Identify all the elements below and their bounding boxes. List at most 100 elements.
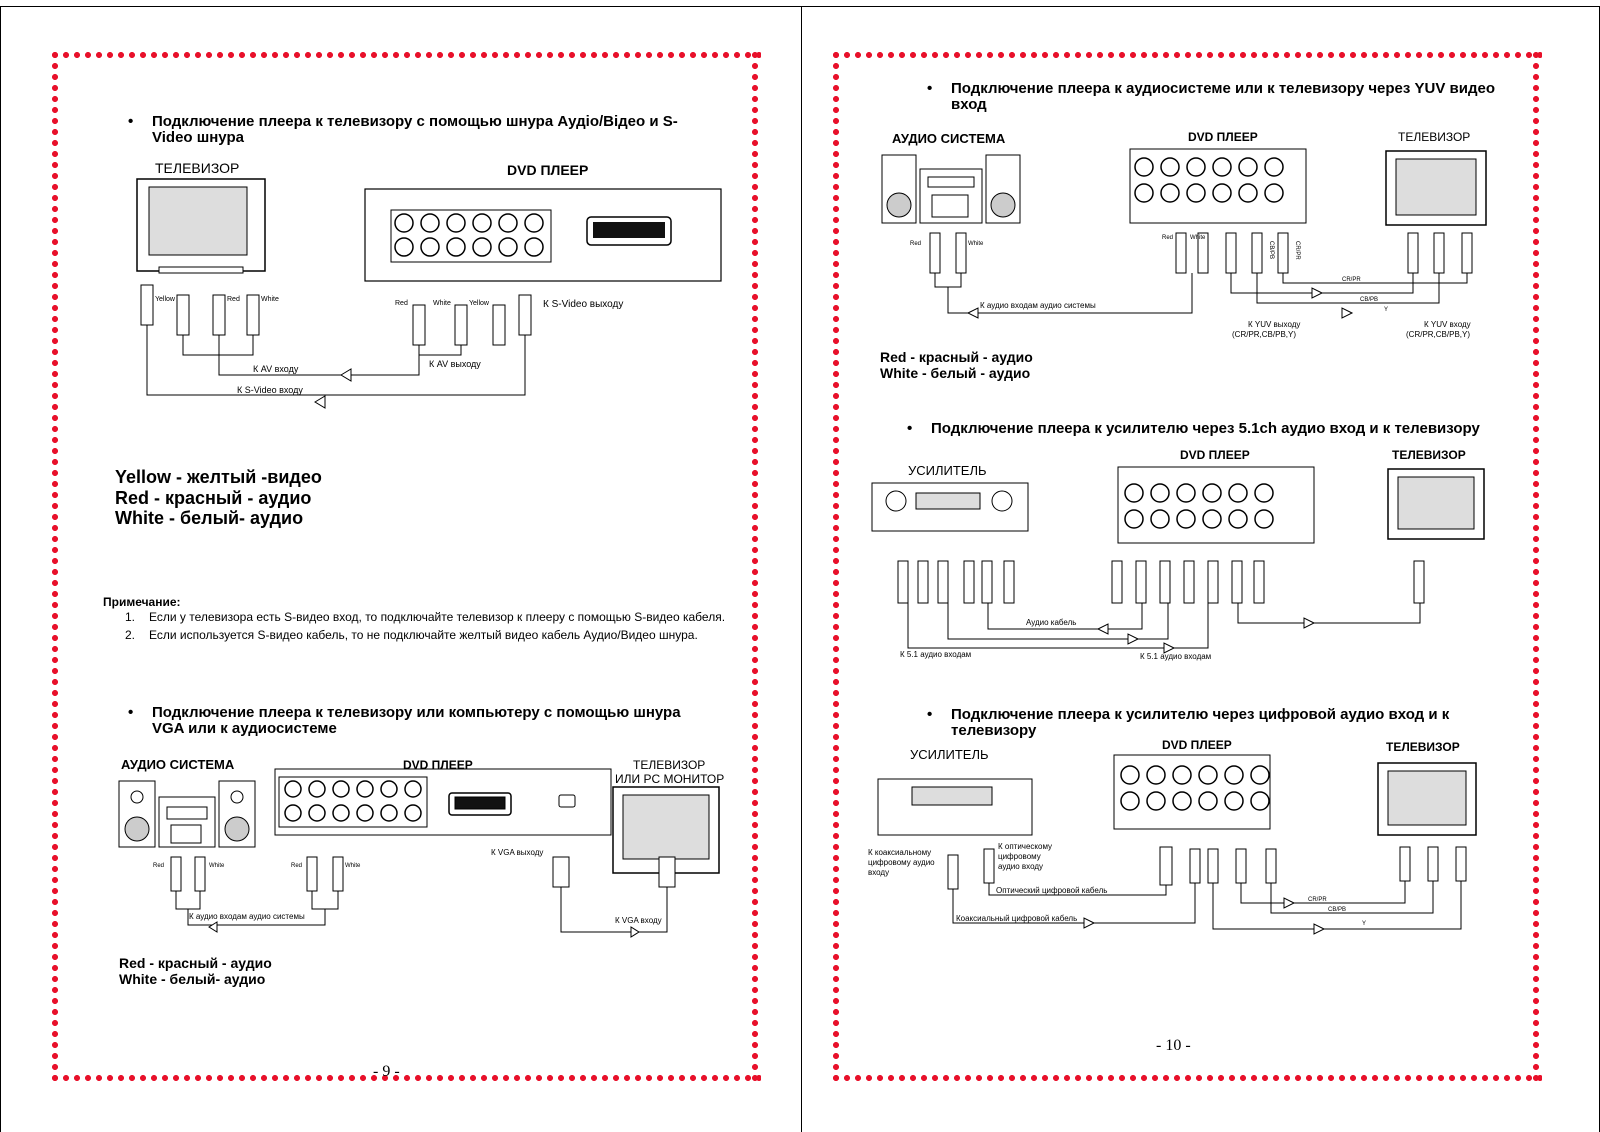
color-legend: Yellow - желтый -видео Red - красный - а…: [115, 467, 322, 529]
rca-jack: [1224, 791, 1244, 811]
rca-plug: [1183, 560, 1195, 604]
svg-text:Оптический цифровой кабель: Оптический цифровой кабель: [996, 886, 1107, 895]
section-heading: •Подключение плеера к усилителю через ци…: [927, 706, 1450, 739]
vga-diagram: АУДИО СИСТЕМА DVD ПЛЕЕР ТЕЛЕВИЗОР ИЛИ PC…: [113, 757, 743, 957]
svg-text:К VGA входу: К VGA входу: [615, 916, 662, 925]
svg-text:Коаксиальный цифровой кабель: Коаксиальный цифровой кабель: [956, 914, 1077, 923]
svg-text:CR/PR: CR/PR: [1342, 277, 1361, 283]
tv-label: ТЕЛЕВИЗОР: [155, 160, 239, 176]
rca-jack: [1250, 791, 1270, 811]
rca-jack: [1224, 765, 1244, 785]
svg-text:цифровому аудио: цифровому аудио: [868, 858, 935, 867]
av-svideo-diagram: ТЕЛЕВИЗОР DVD ПЛЕЕР Yellow: [119, 155, 739, 425]
rca-jack: [332, 804, 350, 822]
rca-jack: [1176, 509, 1196, 529]
rca-jack: [1172, 791, 1192, 811]
svg-text:Red: Red: [395, 300, 408, 307]
svg-text:К аудио входам аудио системы: К аудио входам аудио системы: [189, 912, 305, 921]
svg-text:К YUV входу: К YUV входу: [1424, 320, 1471, 329]
amp-51-diagram: УСИЛИТЕЛЬ DVD ПЛЕЕР ТЕЛЕВИЗОР Аудио кабе…: [868, 443, 1522, 673]
rca-jack: [380, 780, 398, 798]
svg-text:К оптическому: К оптическому: [998, 842, 1052, 851]
svg-text:White: White: [433, 300, 451, 307]
rca-plug: [1003, 560, 1015, 604]
rca-jack: [1176, 483, 1196, 503]
rca-jack: [420, 237, 440, 257]
svg-text:цифровому: цифровому: [998, 852, 1041, 861]
tv-icon: [136, 178, 266, 274]
rca-plug: [1207, 560, 1219, 604]
rca-plug: [1135, 560, 1147, 604]
rca-jack: [1198, 791, 1218, 811]
rca-plug: [1111, 560, 1123, 604]
svg-text:White: White: [261, 296, 279, 303]
svg-text:DVD ПЛЕЕР: DVD ПЛЕЕР: [1188, 130, 1258, 144]
note-title: Примечание:: [103, 595, 181, 609]
rca-plug: [917, 560, 929, 604]
svg-text:К 5.1 аудио входам: К 5.1 аудио входам: [1140, 652, 1211, 661]
svg-text:DVD ПЛЕЕР: DVD ПЛЕЕР: [1162, 738, 1232, 752]
rca-jack: [1172, 765, 1192, 785]
rca-jack: [524, 237, 544, 257]
rca-plug: [897, 560, 909, 604]
svg-text:К коаксиальному: К коаксиальному: [868, 848, 931, 857]
svg-text:Y: Y: [1362, 921, 1366, 927]
rca-jack: [1146, 765, 1166, 785]
rca-jack: [1212, 157, 1232, 177]
note-item: 2.Если используется S-видео кабель, то н…: [125, 628, 698, 642]
rca-jack: [1238, 183, 1258, 203]
audio-system-icon: [118, 780, 256, 848]
rca-jack: [404, 780, 422, 798]
svg-text:Red: Red: [227, 296, 240, 303]
svg-text:White: White: [968, 241, 984, 247]
rca-jack: [1186, 157, 1206, 177]
svg-text:CB/PB: CB/PB: [1268, 241, 1274, 259]
svg-text:(CR/PR,CB/PB,Y): (CR/PR,CB/PB,Y): [1232, 330, 1296, 339]
dvd-label: DVD ПЛЕЕР: [507, 162, 588, 178]
svg-text:К S-Video входу: К S-Video входу: [237, 385, 303, 395]
section-heading: •Подключение плеера к телевизору с помощ…: [128, 113, 678, 146]
rca-jack: [498, 237, 518, 257]
rca-jack: [1228, 509, 1248, 529]
rca-jack: [308, 804, 326, 822]
dotted-border: [830, 49, 1542, 1084]
svg-text:ТЕЛЕВИЗОР: ТЕЛЕВИЗОР: [633, 758, 705, 772]
svg-text:Red: Red: [153, 863, 164, 869]
rca-plug: [981, 560, 993, 604]
rca-jack: [1198, 765, 1218, 785]
svg-text:(CR/PR,CB/PB,Y): (CR/PR,CB/PB,Y): [1406, 330, 1470, 339]
rca-jack: [332, 780, 350, 798]
svg-text:CB/PB: CB/PB: [1360, 297, 1378, 303]
svg-text:Аудио кабель: Аудио кабель: [1026, 618, 1076, 627]
svg-text:К AV входу: К AV входу: [253, 364, 299, 374]
rca-plug: [963, 560, 975, 604]
rca-jack: [380, 804, 398, 822]
svg-text:входу: входу: [868, 868, 889, 877]
rca-jack: [1124, 509, 1144, 529]
page-number: - 9 -: [373, 1063, 400, 1080]
rca-jack: [1120, 791, 1140, 811]
rca-jack: [1134, 157, 1154, 177]
rca-jack: [1254, 483, 1274, 503]
svg-text:Red: Red: [291, 863, 302, 869]
rca-jack: [472, 237, 492, 257]
rca-plug: [1159, 560, 1171, 604]
svg-text:аудио входу: аудио входу: [998, 862, 1043, 871]
svg-text:CB/PB: CB/PB: [1328, 907, 1346, 913]
rca-jack: [1254, 509, 1274, 529]
rca-jack: [394, 213, 414, 233]
dvd-player-icon: [274, 768, 612, 836]
svg-text:White: White: [345, 863, 361, 869]
left-page: •Подключение плеера к телевизору с помощ…: [0, 6, 802, 1132]
color-legend: Red - красный - аудио White - белый- ауд…: [119, 955, 272, 988]
svg-text:White: White: [1190, 235, 1206, 241]
color-legend: Red - красный - аудио White - белый - ау…: [880, 349, 1033, 382]
rca-plug: [1231, 560, 1243, 604]
rca-jack: [1228, 483, 1248, 503]
svg-text:Yellow: Yellow: [155, 296, 176, 303]
rca-jack: [1150, 509, 1170, 529]
digital-audio-diagram: УСИЛИТЕЛЬ DVD ПЛЕЕР ТЕЛЕВИЗОР К коаксиал…: [868, 737, 1522, 957]
svg-text:Red: Red: [910, 241, 921, 247]
svg-text:ТЕЛЕВИЗОР: ТЕЛЕВИЗОР: [1392, 448, 1466, 462]
